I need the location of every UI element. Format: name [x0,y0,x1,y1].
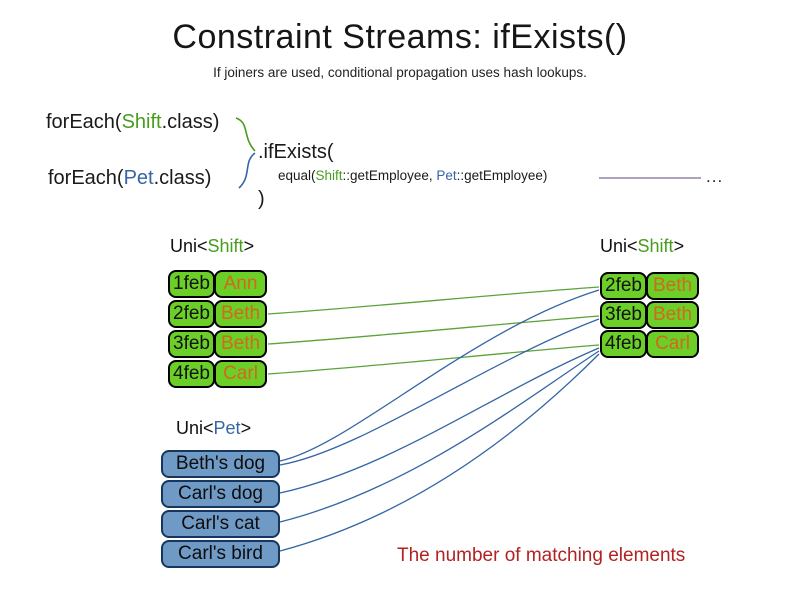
pet-cell: Carl's bird [161,540,280,568]
label-uni-shift-right: Uni<Shift> [600,236,684,257]
shift-name-cell: Beth [214,300,267,328]
table-row: 4feb Carl [600,330,699,358]
table-row: 2feb Beth [600,272,699,300]
table-row: 3feb Beth [600,301,699,329]
code-text: forEach( [48,167,124,189]
pet-cell: Carl's dog [161,480,280,508]
label-text: > [240,418,252,438]
shift-date-cell: 4feb [600,330,647,358]
shift-name-cell: Beth [646,301,699,329]
connector-bethdog-2feb [279,289,600,462]
label-text: > [673,236,685,256]
code-text: forEach( [46,111,122,133]
table-row: 1feb Ann [168,270,267,298]
pet-type-token: Pet [213,418,241,438]
connector-shift-2feb [267,286,600,315]
continuation-ellipsis: ... [706,167,724,186]
code-foreach-pet: forEach(Pet.class) [48,167,211,190]
shift-type-token: Shift [637,236,674,256]
pet-cell: Beth's dog [161,450,280,478]
shift-name-cell: Ann [214,270,267,298]
shift-name-cell: Carl [214,360,267,388]
shift-date-cell: 3feb [600,301,647,329]
shift-class-token: Shift [121,111,162,133]
label-text: Uni< [600,236,638,256]
table-row: 2feb Beth [168,300,267,328]
shift-date-cell: 2feb [168,300,215,328]
table-row: 3feb Beth [168,330,267,358]
shift-class-token: Shift [315,168,343,183]
connector-carldog-4feb [279,347,600,494]
connector-shift-3feb [267,315,600,345]
code-equal-joiner: equal(Shift::getEmployee, Pet::getEmploy… [278,168,547,183]
shift-right-table: 2feb Beth 3feb Beth 4feb Carl [600,272,699,358]
shift-date-cell: 2feb [600,272,647,300]
code-ifexists: .ifExists( [258,141,334,163]
pet-class-token: Pet [436,168,457,183]
pet-table: Beth's dog Carl's dog Carl's cat Carl's … [161,450,280,568]
page-title: Constraint Streams: ifExists() [172,18,628,56]
connector-shift-4feb [267,344,600,375]
code-text: ::getEmployee) [456,168,548,183]
annotation-line: The number of matching elements [397,545,686,566]
code-close-paren: ) [258,188,265,210]
connector-bethdog-3feb [279,318,600,466]
code-foreach-shift: forEach(Shift.class) [46,111,219,134]
shift-left-table: 1feb Ann 2feb Beth 3feb Beth 4feb Carl [168,270,267,388]
brace-bottom-blue [238,152,256,189]
brace-top-green [235,117,256,152]
pet-cell: Carl's cat [161,510,280,538]
shift-name-cell: Carl [646,330,699,358]
code-text: equal( [278,168,316,183]
annotation-text: The number of matching elements in the s… [397,486,722,600]
code-text: .class) [161,111,220,133]
shift-name-cell: Beth [214,330,267,358]
page-subtitle: If joiners are used, conditional propaga… [213,65,587,80]
pet-class-token: Pet [123,167,154,189]
label-text: Uni< [170,236,208,256]
label-uni-shift-left: Uni<Shift> [170,236,254,257]
shift-date-cell: 4feb [168,360,215,388]
shift-name-cell: Beth [646,272,699,300]
table-row: 4feb Carl [168,360,267,388]
code-text: ::getEmployee, [342,168,437,183]
label-text: Uni< [176,418,214,438]
code-text: .class) [153,167,212,189]
shift-date-cell: 1feb [168,270,215,298]
shift-type-token: Shift [207,236,244,256]
label-text: > [243,236,255,256]
label-uni-pet: Uni<Pet> [176,418,251,439]
shift-date-cell: 3feb [168,330,215,358]
